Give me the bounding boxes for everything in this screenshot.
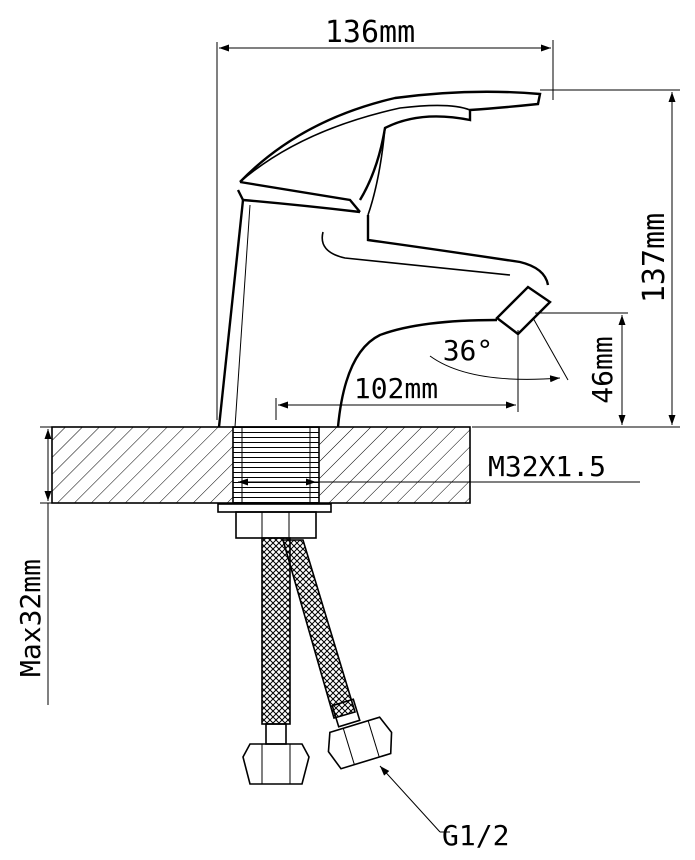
flexible-hose-right	[281, 539, 393, 770]
dimension-hose-connection: G1/2	[379, 765, 509, 852]
threaded-shank	[232, 426, 320, 504]
max-thickness-label: Max32mm	[14, 559, 47, 677]
mounting-nut	[217, 503, 332, 539]
faucet-body	[217, 180, 552, 428]
dimension-width: 136mm	[216, 15, 554, 420]
dimension-spout-reach: 102mm	[275, 330, 519, 420]
spout-height-label: 46mm	[586, 336, 619, 403]
thread-label: M32X1.5	[488, 450, 606, 483]
lever-handle	[239, 90, 542, 216]
spout-angle-label: 36°	[443, 334, 494, 367]
dimension-max-thickness: Max32mm	[14, 426, 60, 705]
dimension-height: 137mm	[472, 89, 680, 428]
spout-reach-label: 102mm	[354, 372, 438, 405]
dimension-spout-height: 46mm	[535, 312, 628, 425]
height-label: 137mm	[637, 213, 672, 303]
width-label: 136mm	[325, 15, 415, 50]
dimension-spout-angle: 36°	[429, 317, 569, 383]
dimension-thread: M32X1.5	[238, 450, 640, 486]
hose-connection-label: G1/2	[442, 819, 509, 852]
flexible-hose-left	[242, 537, 310, 785]
